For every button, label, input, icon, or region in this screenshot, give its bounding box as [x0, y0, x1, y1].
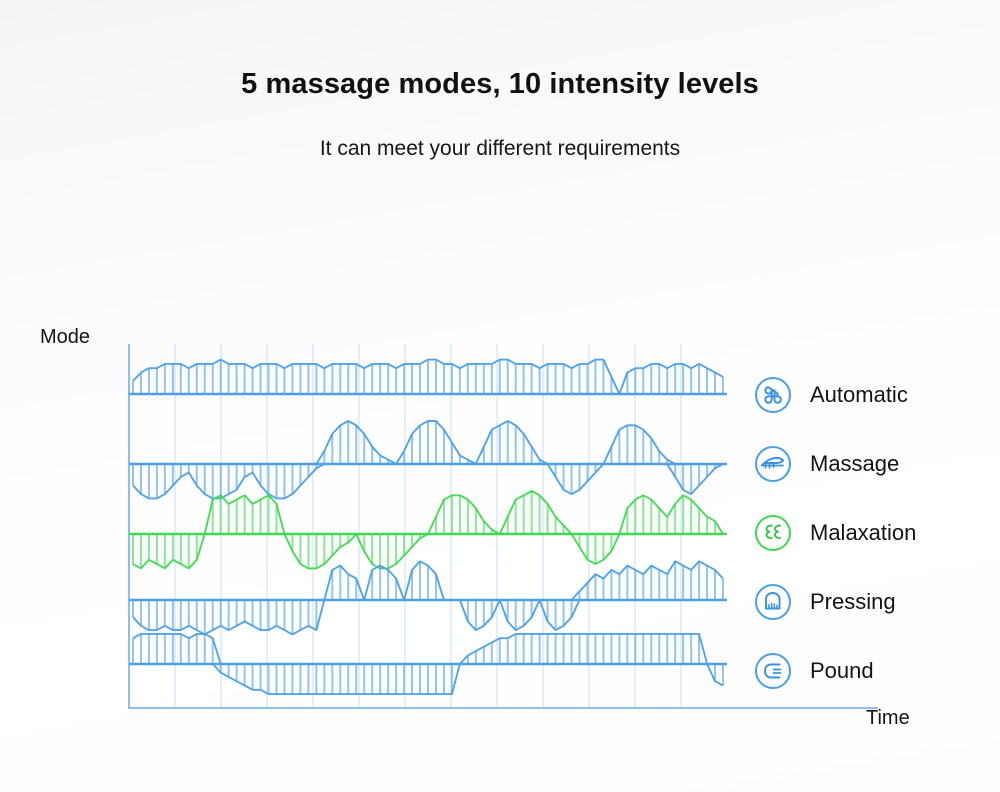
- y-axis-label: Mode: [40, 326, 91, 348]
- page-subtitle: It can meet your different requirements: [319, 137, 681, 160]
- legend-label: Massage: [810, 450, 900, 476]
- legend-label: Malaxation: [810, 519, 917, 545]
- grid-lines: [174, 344, 682, 708]
- waveform-pressing: [129, 560, 727, 636]
- page-title: 5 massage modes, 10 intensity levels: [241, 68, 759, 100]
- legend-label: Pound: [810, 657, 874, 683]
- legend-item-pound[interactable]: Pound: [753, 636, 993, 705]
- waveform-pound: [129, 632, 727, 696]
- legend: Automatic Massage Malaxation: [753, 360, 993, 705]
- legend-item-pressing[interactable]: Pressing: [753, 567, 993, 636]
- waveform-automatic: [129, 358, 727, 396]
- waveform-series-group: [129, 358, 727, 696]
- legend-item-massage[interactable]: Massage: [753, 429, 993, 498]
- legend-item-malaxation[interactable]: Malaxation: [753, 498, 993, 567]
- fist-icon: [755, 652, 791, 689]
- axis-lines: [128, 344, 878, 709]
- legend-label: Automatic: [810, 381, 908, 407]
- command-icon: [755, 376, 791, 413]
- x-axis-label: Time: [866, 707, 910, 729]
- waveform-massage: [129, 420, 727, 500]
- hand-stroke-icon: [755, 445, 791, 482]
- legend-item-automatic[interactable]: Automatic: [753, 360, 993, 429]
- legend-label: Pressing: [810, 588, 896, 614]
- press-hand-icon: [755, 583, 791, 620]
- header-block: 5 massage modes, 10 intensity levels It …: [0, 0, 1000, 161]
- knead-icon: [755, 514, 791, 551]
- waveform-malaxation: [129, 490, 727, 570]
